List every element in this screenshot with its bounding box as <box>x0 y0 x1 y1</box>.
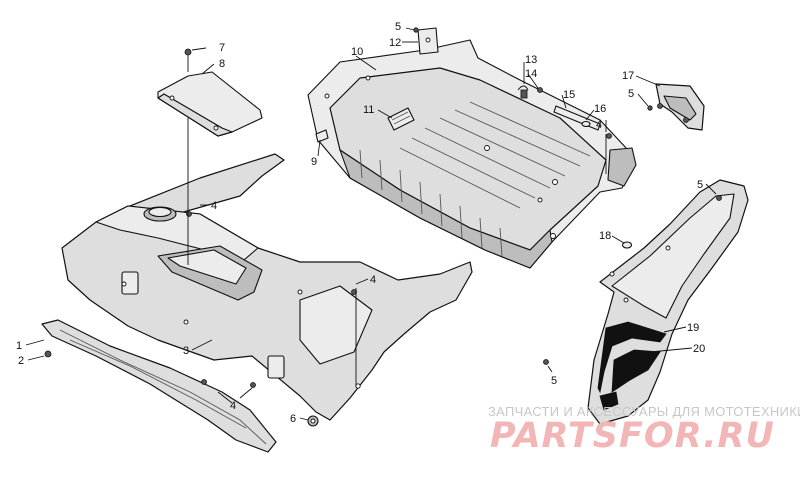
watermark-tagline: ЗАПЧАСТИ И АКСЕССУАРЫ ДЛЯ МОТОТЕХНИКИ <box>488 404 800 419</box>
callout-8: 8 <box>219 58 225 70</box>
lower-trim <box>41 319 277 453</box>
callout-3: 3 <box>183 345 189 357</box>
latch <box>655 83 705 131</box>
watermark-brand: PARTSFOR.RU <box>490 416 775 456</box>
callout-2: 2 <box>18 355 24 367</box>
callout-17: 17 <box>622 70 634 82</box>
side-panel-plug <box>621 241 633 249</box>
tub-bracket <box>417 27 439 55</box>
rear-body-panel <box>61 153 473 421</box>
callout-5c: 5 <box>697 179 703 191</box>
callout-4b: 4 <box>370 274 376 286</box>
callout-1: 1 <box>16 340 22 352</box>
callout-10: 10 <box>351 46 363 58</box>
tub-clip <box>517 85 543 99</box>
callout-labels: 1 2 3 4 4 4 4 5 5 5 5 6 7 8 9 10 11 12 1… <box>16 21 705 425</box>
grommet <box>307 415 319 427</box>
callout-19: 19 <box>687 322 699 334</box>
watermark: ЗАПЧАСТИ И АКСЕССУАРЫ ДЛЯ МОТОТЕХНИКИ PA… <box>488 404 800 456</box>
callout-5b: 5 <box>628 88 634 100</box>
callout-7: 7 <box>219 42 225 54</box>
callout-5d: 5 <box>551 375 557 387</box>
callout-4d: 4 <box>230 400 236 412</box>
callout-18: 18 <box>599 230 611 242</box>
callout-15: 15 <box>563 89 575 101</box>
side-panel-decal <box>597 321 667 411</box>
tub-clip-left <box>315 129 329 143</box>
storage-tub <box>307 39 637 269</box>
callout-6: 6 <box>290 413 296 425</box>
storage-lid <box>157 48 263 137</box>
callout-12: 12 <box>389 37 401 49</box>
callout-16: 16 <box>594 103 606 115</box>
callout-9: 9 <box>311 156 317 168</box>
callout-13: 13 <box>525 54 537 66</box>
callout-4c: 4 <box>596 119 602 131</box>
callout-20: 20 <box>693 343 705 355</box>
callout-4a: 4 <box>211 200 217 212</box>
callout-11: 11 <box>363 104 374 116</box>
tub-decal <box>387 107 415 131</box>
callout-5a: 5 <box>395 21 401 33</box>
leader-lines <box>25 27 717 421</box>
callout-14: 14 <box>525 68 537 80</box>
tub-grommet <box>581 120 591 128</box>
